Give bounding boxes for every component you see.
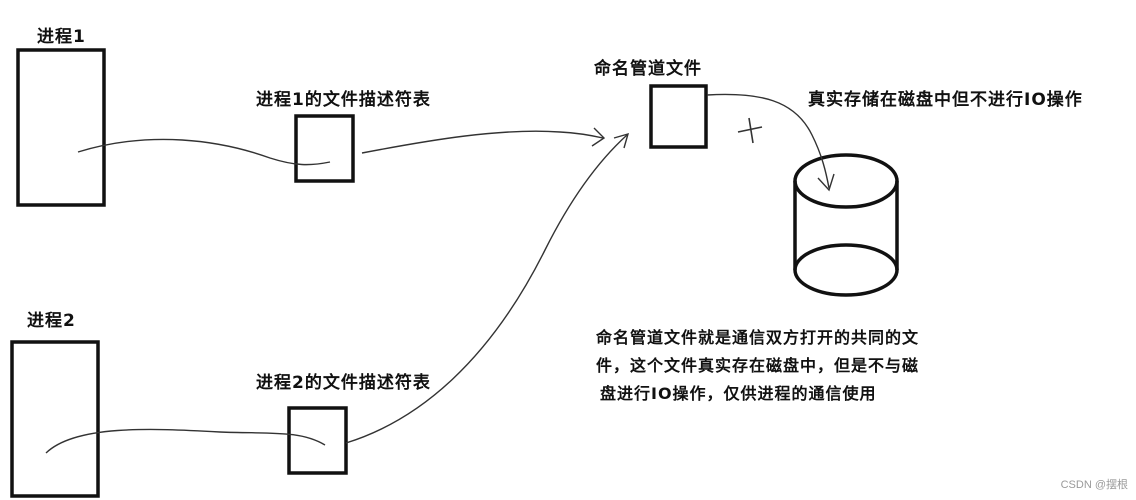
arrowhead-pipe-to-disk [817, 173, 835, 192]
note-line-3: 盘进行IO操作，仅供进程的通信使用 [600, 384, 877, 403]
disk-cylinder-icon [793, 153, 899, 297]
no-io-cross-icon [737, 117, 763, 144]
process2-label: 进程2 [27, 311, 76, 331]
curve-process1-to-fd1 [77, 138, 331, 166]
fd-table1-box [294, 114, 355, 183]
explanation-note: 命名管道文件就是通信双方打开的共同的文 件，这个文件真实存在磁盘中，但是不与磁 … [596, 324, 919, 408]
curve-fd1-to-pipe [361, 130, 604, 154]
disk-label: 真实存储在磁盘中但不进行IO操作 [808, 90, 1083, 110]
note-line-1: 命名管道文件就是通信双方打开的共同的文 [596, 328, 920, 347]
process1-box [16, 48, 106, 207]
curve-fd2-to-pipe [345, 134, 628, 444]
arrowhead-fd1-to-pipe [591, 127, 606, 147]
note-line-2: 件，这个文件真实存在磁盘中，但是不与磁 [596, 356, 920, 375]
process1-label: 进程1 [37, 27, 86, 47]
named-pipe-box [649, 84, 708, 149]
fd-table2-label: 进程2的文件描述符表 [256, 373, 431, 393]
fd-table1-label: 进程1的文件描述符表 [256, 90, 431, 110]
named-pipe-label: 命名管道文件 [594, 59, 702, 79]
curve-pipe-to-disk [706, 93, 830, 189]
fd-table2-box [287, 406, 348, 475]
arrowhead-fd2-to-pipe [613, 132, 630, 149]
watermark: CSDN @摆根 [1060, 479, 1128, 491]
curve-process2-to-fd2 [45, 428, 326, 454]
process2-box [10, 340, 100, 498]
